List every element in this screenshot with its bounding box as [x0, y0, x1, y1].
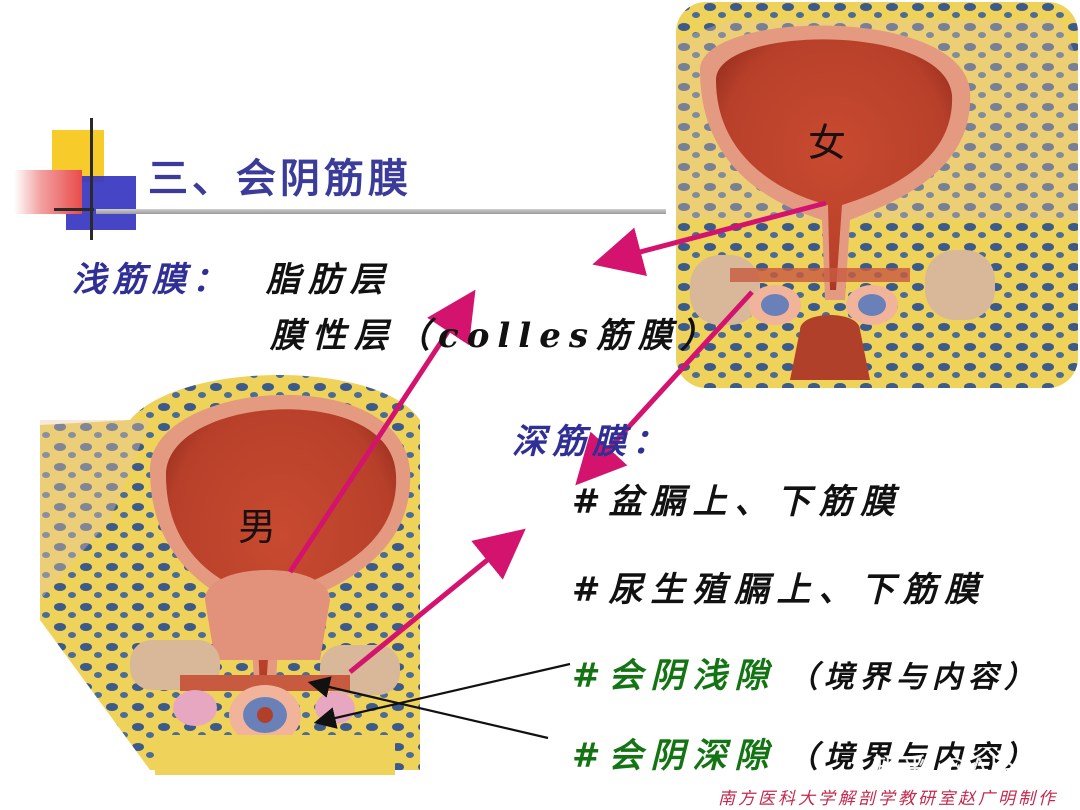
deep-fascia-label: 深筋膜：: [512, 422, 672, 462]
footer-credit: 南方医科大学解剖学教研室赵广明制作: [718, 789, 1058, 809]
arrow-female-to-deep: [575, 290, 754, 486]
black-arrows: [307, 662, 571, 740]
superficial-fascia-label: 浅筋膜：: [72, 260, 232, 300]
urogenital-diaphragm-fascia-text: #尿生殖膈上、下筋膜: [572, 570, 987, 610]
female-pelvis-illustration: [676, 2, 1078, 388]
membranous-layer-text: 膜性层（colles筋膜）: [270, 316, 722, 356]
deep-perineal-space-label: #会阴深隙: [572, 736, 777, 776]
decor-vertical-line: [90, 118, 93, 240]
deep-perineal-space-note: （境界与内容）: [788, 740, 1040, 775]
title-rule: [96, 209, 666, 214]
male-label: 男: [238, 505, 277, 549]
arrow-female-to-superficial: [592, 200, 827, 276]
arrow-superficial-space: [313, 662, 571, 729]
arrow-deep-space: [307, 676, 549, 740]
page-title: 三、会阴筋膜: [148, 156, 412, 202]
superficial-perineal-space-note: （境界与内容）: [788, 660, 1040, 695]
superficial-perineal-space-label: #会阴浅隙: [572, 656, 777, 696]
decor-horizontal-line: [54, 208, 94, 211]
pelvic-diaphragm-fascia-text: #盆膈上、下筋膜: [572, 482, 903, 522]
decor-red-gradient: [14, 170, 82, 214]
watermark-text: 知乎 @Alaje: [872, 753, 1047, 784]
magenta-arrows: [287, 200, 827, 674]
arrow-male-to-deep: [348, 528, 526, 674]
fat-layer-text: 脂肪层: [266, 260, 392, 300]
arrow-male-to-membranous: [287, 289, 476, 574]
female-label: 女: [808, 121, 847, 165]
male-pelvis-illustration: [40, 375, 420, 775]
